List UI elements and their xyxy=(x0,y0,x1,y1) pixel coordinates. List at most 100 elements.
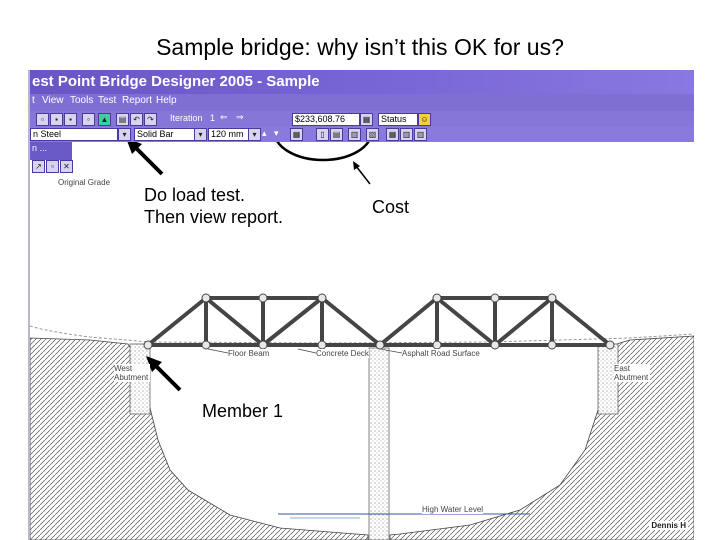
menu-item-report[interactable]: Report xyxy=(122,95,153,106)
load-test-arrowhead xyxy=(126,138,142,154)
load-test-arrow xyxy=(132,144,164,176)
menu-item-tools[interactable]: Tools xyxy=(70,95,94,106)
author-label: Dennis H xyxy=(649,521,688,530)
truss-right-span xyxy=(378,296,612,347)
menu-item-help[interactable]: Help xyxy=(156,95,177,106)
member-arrow xyxy=(152,362,182,392)
load-test-callout-line2: Then view report. xyxy=(144,207,284,227)
end-diagonal-left xyxy=(320,296,382,347)
section-dropdown-icon[interactable]: ▾ xyxy=(194,128,207,141)
iteration-forward-icon[interactable]: ⇒ xyxy=(236,112,244,122)
grid-icon[interactable]: ▦ xyxy=(290,128,303,141)
main-toolbar: ▫ ▪ ▪ ▫ ▲ ▤ ↶ ↷ Iteration 1 ⇐ ⇒ $233,608… xyxy=(30,111,694,127)
east-abutment-label: East Abutment xyxy=(614,364,650,382)
joint xyxy=(317,340,327,350)
diagonal-1 xyxy=(204,296,265,347)
window-title: est Point Bridge Designer 2005 - Sample xyxy=(32,73,320,90)
end-diagonal-right-2 xyxy=(550,296,612,347)
section-select[interactable]: Solid Bar xyxy=(134,128,198,141)
member-arrowhead xyxy=(146,356,162,372)
undo-icon[interactable]: ↶ xyxy=(130,113,143,126)
status-icon: ☺ xyxy=(418,113,431,126)
left-terrain xyxy=(30,337,369,540)
size-select[interactable]: 120 mm xyxy=(208,128,250,141)
truss-left-span xyxy=(146,296,382,347)
joint xyxy=(143,340,153,350)
panel-tool-icon[interactable]: ▫ xyxy=(46,160,59,173)
list-view-icon[interactable]: ▥ xyxy=(400,128,413,141)
menu-item-file[interactable]: t xyxy=(32,95,35,106)
side-panel-title: n ... xyxy=(32,143,48,153)
app-titlebar: est Point Bridge Designer 2005 - Sample xyxy=(30,70,694,94)
deck-label: Concrete Deck xyxy=(316,349,369,358)
member-1 xyxy=(146,296,208,347)
member-callout: Member 1 xyxy=(202,401,284,421)
cost-arrow xyxy=(353,161,371,185)
center-pier xyxy=(368,347,390,540)
surface-leader xyxy=(379,348,403,354)
floor-beam-label: Floor Beam xyxy=(228,349,270,358)
joints xyxy=(143,293,615,350)
new-icon[interactable]: ▫ xyxy=(36,113,49,126)
column-view-icon[interactable]: ▥ xyxy=(414,128,427,141)
size-down-icon[interactable]: ▴ xyxy=(262,128,267,138)
align-icon[interactable]: ▧ xyxy=(366,128,379,141)
joint xyxy=(375,340,385,350)
cost-callout: Cost xyxy=(372,197,410,217)
grade-label: Original Grade xyxy=(58,178,111,187)
joint xyxy=(201,293,211,303)
load-test-icon[interactable]: ▲ xyxy=(98,113,111,126)
panel-tool-icon[interactable]: ↗ xyxy=(32,160,45,173)
menu-item-view[interactable]: View xyxy=(42,95,64,106)
menu-item-test[interactable]: Test xyxy=(98,95,117,106)
diagonal-4 xyxy=(493,296,554,347)
status-display: Status xyxy=(378,113,418,126)
diagonal-3 xyxy=(435,296,497,347)
size-up-icon[interactable]: ▾ xyxy=(274,128,279,138)
floor-beam-leader xyxy=(207,348,229,354)
size-dropdown-icon[interactable]: ▾ xyxy=(248,128,261,141)
material-dropdown-icon[interactable]: ▾ xyxy=(118,128,131,141)
iteration-back-icon[interactable]: ⇐ xyxy=(220,112,228,122)
print-icon[interactable]: ▫ xyxy=(82,113,95,126)
slide-title: Sample bridge: why isn’t this OK for us? xyxy=(156,34,564,60)
redo-icon[interactable]: ↷ xyxy=(144,113,157,126)
water-label: High Water Level xyxy=(422,505,484,514)
load-test-callout: Do load test. Then view report. xyxy=(144,184,283,228)
member-table-icon[interactable]: ▤ xyxy=(330,128,343,141)
joint xyxy=(547,340,557,350)
end-diagonal-right xyxy=(378,296,439,347)
cost-display: $233,608.76 xyxy=(292,113,360,126)
joint xyxy=(317,293,327,303)
joint xyxy=(201,340,211,350)
member-props-icon[interactable]: ▥ xyxy=(348,128,361,141)
save-icon[interactable]: ▪ xyxy=(64,113,77,126)
member-toolbar: n Steel ▾ Solid Bar ▾ 120 mm ▾ ▴ ▾ ▦ ▯ ▤… xyxy=(30,127,694,142)
joint xyxy=(258,340,268,350)
cost-report-icon[interactable]: ▦ xyxy=(360,113,373,126)
deck-leader xyxy=(297,348,317,354)
open-icon[interactable]: ▪ xyxy=(50,113,63,126)
surface-label: Asphalt Road Surface xyxy=(402,349,480,358)
member-list-icon[interactable]: ▯ xyxy=(316,128,329,141)
material-select[interactable]: n Steel xyxy=(30,128,118,141)
table-view-icon[interactable]: ▦ xyxy=(386,128,399,141)
panel-close-icon[interactable]: ✕ xyxy=(60,160,73,173)
joint xyxy=(490,293,500,303)
load-test-callout-line1: Do load test. xyxy=(144,185,246,205)
joint xyxy=(432,340,442,350)
callout-arrows xyxy=(126,138,182,392)
original-grade-line xyxy=(30,325,694,344)
iteration-value: 1 xyxy=(210,113,216,123)
iteration-label: Iteration xyxy=(170,113,203,123)
bridge-canvas[interactable] xyxy=(30,70,694,540)
report-icon[interactable]: ▤ xyxy=(116,113,129,126)
joint xyxy=(490,340,500,350)
diagonal-2 xyxy=(261,296,324,347)
joint xyxy=(547,293,557,303)
app-screenshot: est Point Bridge Designer 2005 - Sample … xyxy=(28,70,694,540)
joint xyxy=(605,340,615,350)
joint xyxy=(258,293,268,303)
side-panel: n ... xyxy=(30,142,72,160)
joint xyxy=(432,293,442,303)
